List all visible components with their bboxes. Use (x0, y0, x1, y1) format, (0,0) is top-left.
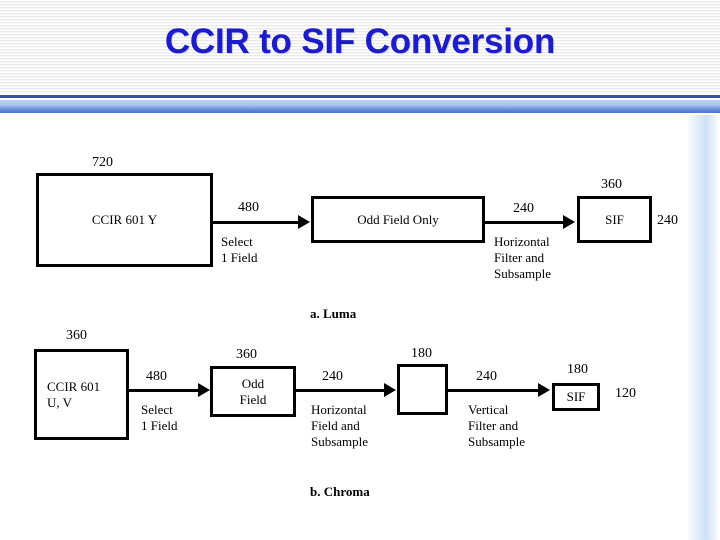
luma-edge-2-dim: 240 (513, 201, 534, 216)
chroma-edge-3-note: Vertical Filter and Subsample (468, 402, 526, 449)
chroma-source-top-dim: 360 (66, 328, 87, 343)
luma-edge-1-note: Select 1 Field (221, 234, 258, 265)
chroma-arrow-1-head (198, 383, 210, 397)
chroma-out-box: SIF (552, 383, 600, 411)
chroma-arrow-3-head (538, 383, 550, 397)
chroma-arrow-2-head (384, 383, 396, 397)
right-edge-glow (686, 115, 720, 540)
chroma-out-side-dim: 120 (615, 386, 636, 401)
chroma-source-label: CCIR 601 U, V (47, 379, 101, 410)
luma-out-top-dim: 360 (601, 177, 622, 192)
chroma-out-label: SIF (566, 389, 586, 405)
chroma-arrow-1-line (129, 389, 201, 392)
luma-edge-1-dim: 480 (238, 200, 259, 215)
chroma-source-box: CCIR 601 U, V (34, 349, 129, 440)
chroma-edge-2-note: Horizontal Field and Subsample (311, 402, 369, 449)
luma-mid-label: Odd Field Only (357, 211, 439, 227)
chroma-out-top-dim: 180 (567, 362, 588, 377)
luma-source-box: CCIR 601 Y (36, 173, 213, 267)
luma-out-box: SIF (577, 196, 652, 243)
luma-caption: a. Luma (310, 306, 357, 321)
luma-arrow-1-head (298, 215, 310, 229)
luma-source-top-dim: 720 (92, 155, 113, 170)
luma-edge-2-note: Horizontal Filter and Subsample (494, 234, 552, 281)
divider-spacer (0, 98, 720, 100)
luma-arrow-1-line (213, 221, 300, 224)
chroma-caption: b. Chroma (310, 484, 370, 499)
chroma-edge-3-dim: 240 (476, 369, 497, 384)
chroma-edge-2-dim: 240 (322, 369, 343, 384)
chroma-arrow-3-line (448, 389, 540, 392)
chroma-arrow-2-line (296, 389, 386, 392)
luma-out-side-dim: 240 (657, 213, 678, 228)
chroma-mid-top-dim: 360 (236, 347, 257, 362)
luma-arrow-2-head (563, 215, 575, 229)
chroma-mid-label: Odd Field (239, 376, 267, 407)
chroma-mid-box: Odd Field (210, 366, 296, 417)
chroma-blank-top-dim: 180 (411, 346, 432, 361)
page-title: CCIR to SIF Conversion (164, 22, 556, 61)
divider-baseline (0, 113, 720, 115)
luma-arrow-2-line (485, 221, 565, 224)
chroma-edge-1-note: Select 1 Field (141, 402, 178, 433)
luma-source-label: CCIR 601 Y (91, 212, 158, 228)
luma-mid-box: Odd Field Only (311, 196, 485, 243)
divider-gradient-bar (0, 100, 720, 113)
divider-highlight (0, 92, 720, 95)
luma-out-label: SIF (605, 211, 624, 227)
chroma-edge-1-dim: 480 (146, 369, 167, 384)
title-band (0, 0, 720, 92)
chroma-blank-box (397, 364, 448, 415)
divider-accent-line (0, 95, 720, 98)
